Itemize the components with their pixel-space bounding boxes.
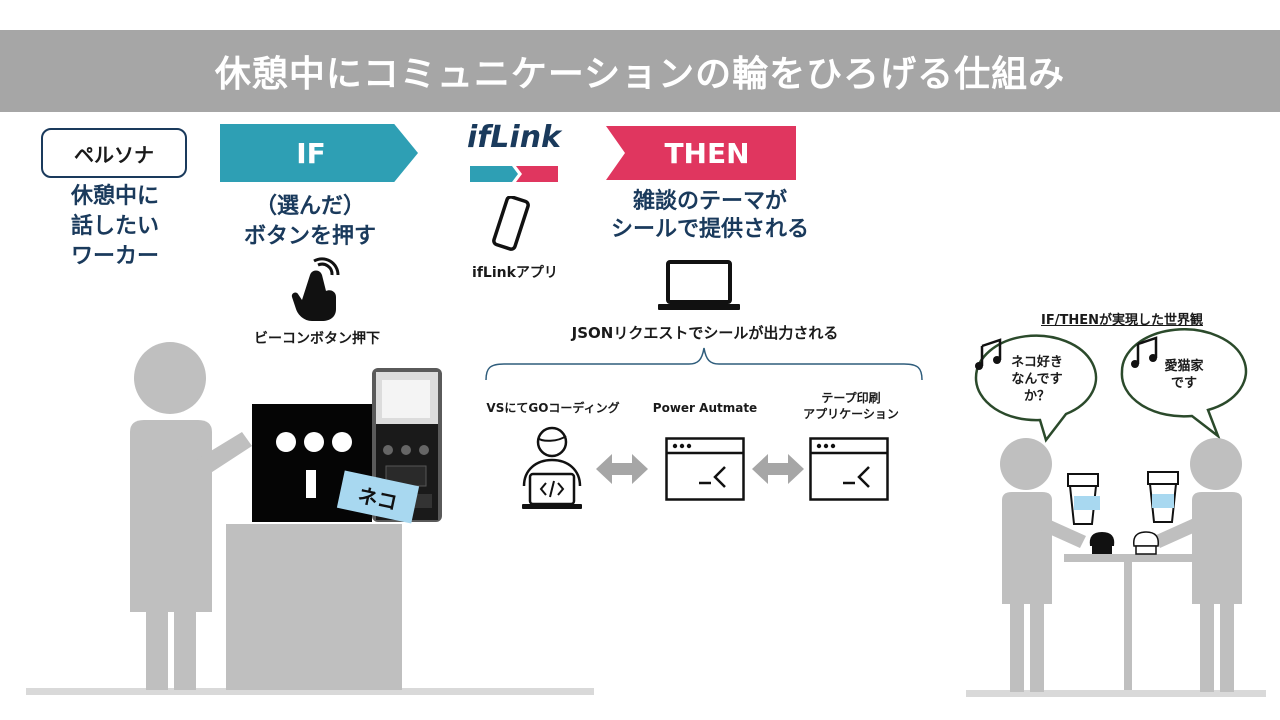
persona-description: 休憩中に 話したい ワーカー xyxy=(40,182,190,272)
coder-icon xyxy=(522,426,582,509)
if-desc-line: ボタンを押す xyxy=(243,224,376,249)
then-desc-line: 雑談のテーマが xyxy=(632,189,787,214)
title-bar: 休憩中にコミュニケーションの輪をひろげる仕組み xyxy=(0,30,1280,112)
persona-desc-line: 話したい xyxy=(70,214,159,239)
bubble-text-right: 愛猫家 です xyxy=(1144,358,1224,392)
bidirectional-arrow-2 xyxy=(752,454,804,484)
json-request-label: JSONリクエストでシールが出力される xyxy=(571,324,839,342)
persona-desc-line: ワーカー xyxy=(70,244,159,269)
coffee-cup-icon xyxy=(1147,471,1179,523)
iflink-logo-text: ifLink xyxy=(466,120,562,155)
step-label-coding: VSにてGOコーディング xyxy=(478,400,628,416)
floor-line xyxy=(26,688,594,695)
music-note-icon xyxy=(980,338,1002,366)
step-label-line: テープ印刷 xyxy=(821,391,881,405)
beacon-press-label: ビーコンボタン押下 xyxy=(254,331,380,347)
bubble-text-left: ネコ好き なんです か？ xyxy=(996,354,1078,405)
laptop-icon xyxy=(658,260,740,310)
person-figure xyxy=(130,342,252,690)
step-label-line: VSにてGOコーディング xyxy=(486,401,620,415)
window-icon xyxy=(665,437,745,501)
if-tag: IF xyxy=(220,124,418,182)
bubble-line: 愛猫家 xyxy=(1164,359,1204,374)
bubble-line: か？ xyxy=(1023,389,1050,404)
speech-bubble-left xyxy=(974,334,1098,443)
floor-line xyxy=(966,690,1266,697)
if-desc-line: （選んだ） xyxy=(254,194,365,219)
then-description: 雑談のテーマが シールで提供される xyxy=(596,188,824,244)
smartphone-icon xyxy=(492,196,530,251)
left-scene xyxy=(26,342,594,695)
world-view-label: IF/THENが実現した世界観 xyxy=(1041,313,1203,328)
window-icon xyxy=(809,437,889,501)
desk xyxy=(226,524,402,690)
muffin-icon xyxy=(1089,532,1115,554)
brace-connector xyxy=(485,347,923,381)
iflink-logo-arrows xyxy=(470,166,558,182)
right-scene xyxy=(966,328,1266,697)
if-description: （選んだ） ボタンを押す xyxy=(215,192,405,252)
tap-finger-icon xyxy=(291,257,340,321)
iflink-app-label: ifLinkアプリ xyxy=(472,265,558,281)
coffee-cup-icon xyxy=(1067,473,1100,525)
persona-box: ペルソナ xyxy=(41,128,187,178)
step-label-line: アプリケーション xyxy=(803,407,899,421)
bubble-line: です xyxy=(1170,376,1197,391)
step-label-tape-print: テープ印刷 アプリケーション xyxy=(786,390,916,422)
muffin-icon xyxy=(1133,531,1159,555)
step-label-line: Power Autmate xyxy=(652,401,758,415)
then-desc-line: シールで提供される xyxy=(610,217,809,242)
step-label-power-automate: Power Autmate xyxy=(640,400,770,416)
bubble-line: なんです xyxy=(1011,372,1063,387)
bubble-line: ネコ好き xyxy=(1011,355,1063,370)
bidirectional-arrow-1 xyxy=(596,454,648,484)
persona-desc-line: 休憩中に xyxy=(70,184,159,209)
then-tag: THEN xyxy=(606,126,796,180)
music-note-icon xyxy=(1136,336,1158,364)
page-title: 休憩中にコミュニケーションの輪をひろげる仕組み xyxy=(214,54,1066,95)
